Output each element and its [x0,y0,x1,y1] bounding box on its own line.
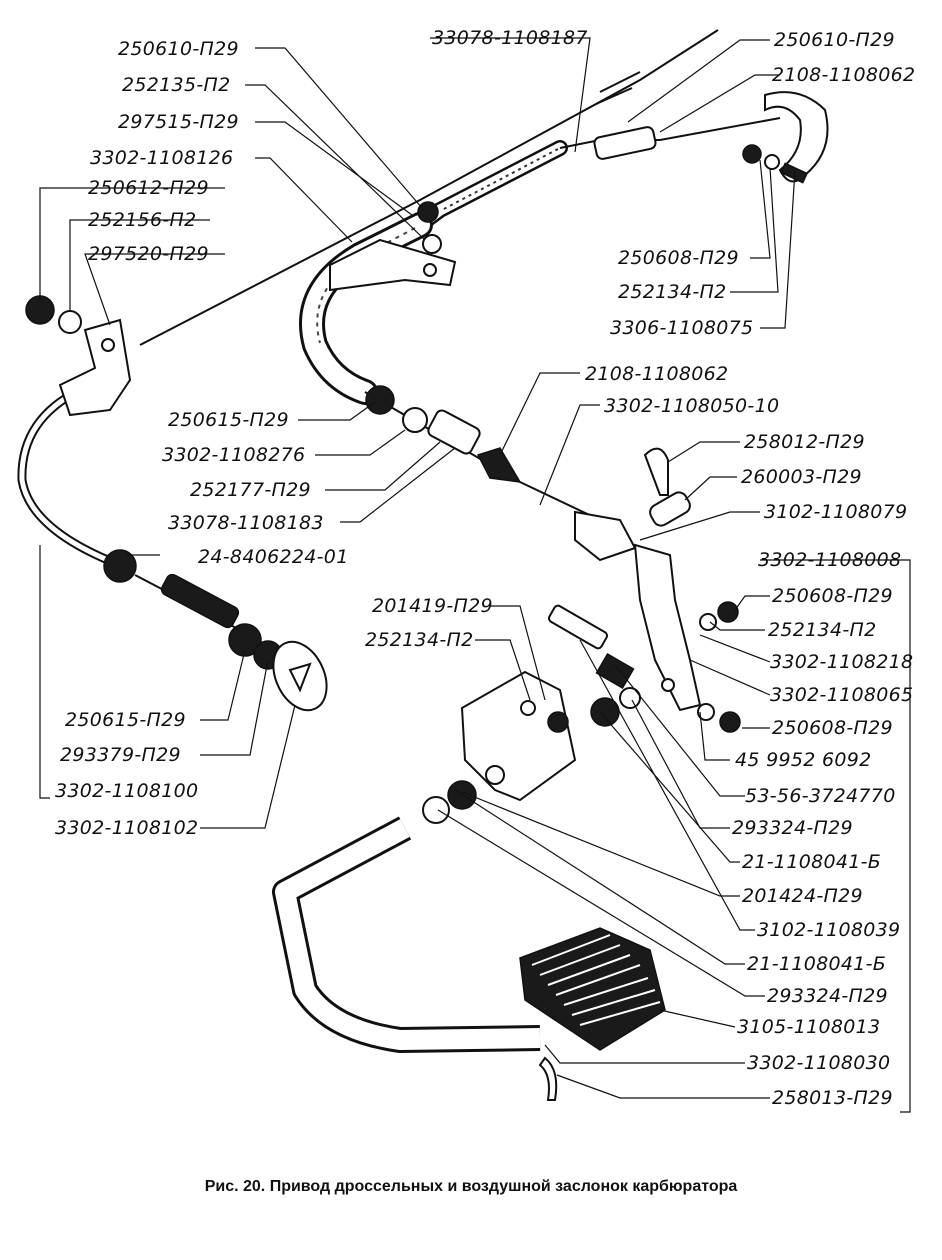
figure-caption: Рис. 20. Привод дроссельных и воздушной … [204,1178,738,1195]
adjuster-fitting [593,126,657,160]
left-nut [25,295,55,325]
bolt-head-mid [547,711,569,733]
label-250610-1: 250610-П29 [118,38,239,60]
bushing-right [590,697,620,727]
label-293324-1: 293324-П29 [732,817,853,839]
label-297515: 297515-П29 [118,111,239,133]
choke-sleeve [160,573,240,629]
label-3302-1108126: 3302-1108126 [90,147,233,169]
washer-right [764,154,780,170]
parts-drawing [17,29,829,1101]
label-3302-1108030: 3302-1108030 [747,1052,890,1074]
choke-nut [228,623,262,657]
upper-cable [559,117,781,149]
knob-symbol-icon [288,662,312,693]
nut-middle [365,385,395,415]
tip-middle [476,447,522,483]
pedal-mount-bracket [460,670,577,802]
label-201419: 201419-П29 [372,595,493,617]
washer-lever-1 [699,613,717,631]
washer-right-mid [619,687,641,709]
washer-left-mid [520,700,536,716]
spring-bushing [595,652,635,690]
bolt-top [547,604,609,650]
left-washer [58,310,82,334]
label-3105-1108013: 3105-1108013 [737,1016,880,1038]
label-250608-2: 250608-П29 [772,585,893,607]
nut-lever-1 [717,601,739,623]
clamp-nut [417,201,439,223]
left-clamp-hole [101,338,115,352]
label-250610-2: 250610-П29 [774,29,895,51]
label-260003: 260003-П29 [741,466,862,488]
pedal-lever [633,543,702,712]
label-250615-2: 250615-П29 [65,709,186,731]
long-rod [139,29,719,346]
choke-knob [272,640,328,712]
washer-lever-2 [697,703,715,721]
label-2108-1108062-2: 2108-1108062 [585,363,728,385]
label-3302-1108218: 3302-1108218 [770,651,913,673]
label-24-8406224-01: 24-8406224-01 [198,546,349,568]
clamp-washer [422,234,442,254]
label-33078-1108187: 33078-1108187 [432,27,588,49]
label-3302-1108100: 3302-1108100 [55,780,198,802]
pedal-pad [519,927,666,1051]
washer-left [422,796,450,824]
carb-lever [764,91,829,183]
screw-right [780,162,808,184]
label-21-1108041-b-1: 21-1108041-Б [742,851,881,873]
label-3102-1108079: 3102-1108079 [764,501,907,523]
label-252135: 252135-П2 [122,74,230,96]
clamp-hole [423,263,437,277]
clevis-pin [649,491,691,527]
bushing-middle [427,409,481,455]
label-33078-1108183: 33078-1108183 [168,512,324,534]
label-250608-1: 250608-П29 [618,247,739,269]
grommet [103,549,137,583]
nut-lever-2 [719,711,741,733]
label-252134-3: 252134-П2 [365,629,473,651]
label-53-56-3724770: 53-56-3724770 [745,785,896,807]
label-252134-2: 252134-П2 [768,619,876,641]
label-252156: 252156-П2 [88,209,196,231]
left-clamp [58,318,132,417]
label-252134-1: 252134-П2 [618,281,726,303]
label-3302-1108276: 3302-1108276 [162,444,305,466]
label-293379: 293379-П29 [60,744,181,766]
cotter-pin-lower [538,1056,558,1101]
label-297520: 297520-П29 [88,243,209,265]
sheath-clamp [329,238,457,292]
label-3102-1108039: 3102-1108039 [757,919,900,941]
label-3302-1108008: 3302-1108008 [758,549,901,571]
label-3302-1108065: 3302-1108065 [770,684,913,706]
label-258012: 258012-П29 [744,431,865,453]
label-293324-2: 293324-П29 [767,985,888,1007]
label-250615-1: 250615-П29 [168,409,289,431]
label-3302-1108050-10: 3302-1108050-10 [604,395,779,417]
label-3302-1108102: 3302-1108102 [55,817,198,839]
cotter-pin-upper [643,447,669,496]
label-250608-3: 250608-П29 [772,717,893,739]
label-2108-1108062-1: 2108-1108062 [772,64,915,86]
label-21-1108041-b-2: 21-1108041-Б [747,953,886,975]
label-250612: 250612-П29 [88,177,209,199]
leader-lines [39,37,911,1113]
part-labels: 250610-П29 252135-П2 297515-П29 3302-110… [55,27,915,1109]
cable-fork [574,510,637,562]
label-252177: 252177-П29 [190,479,311,501]
lever-hole [661,678,675,692]
label-45-9952-6092: 45 9952 6092 [735,749,872,771]
long-rod-outer [595,71,641,105]
label-3306-1108075: 3306-1108075 [610,317,753,339]
nut-right [742,144,762,164]
washer-middle [402,407,428,433]
label-258013: 258013-П29 [772,1087,893,1109]
bracket-hole [485,765,505,785]
label-201424: 201424-П29 [742,885,863,907]
